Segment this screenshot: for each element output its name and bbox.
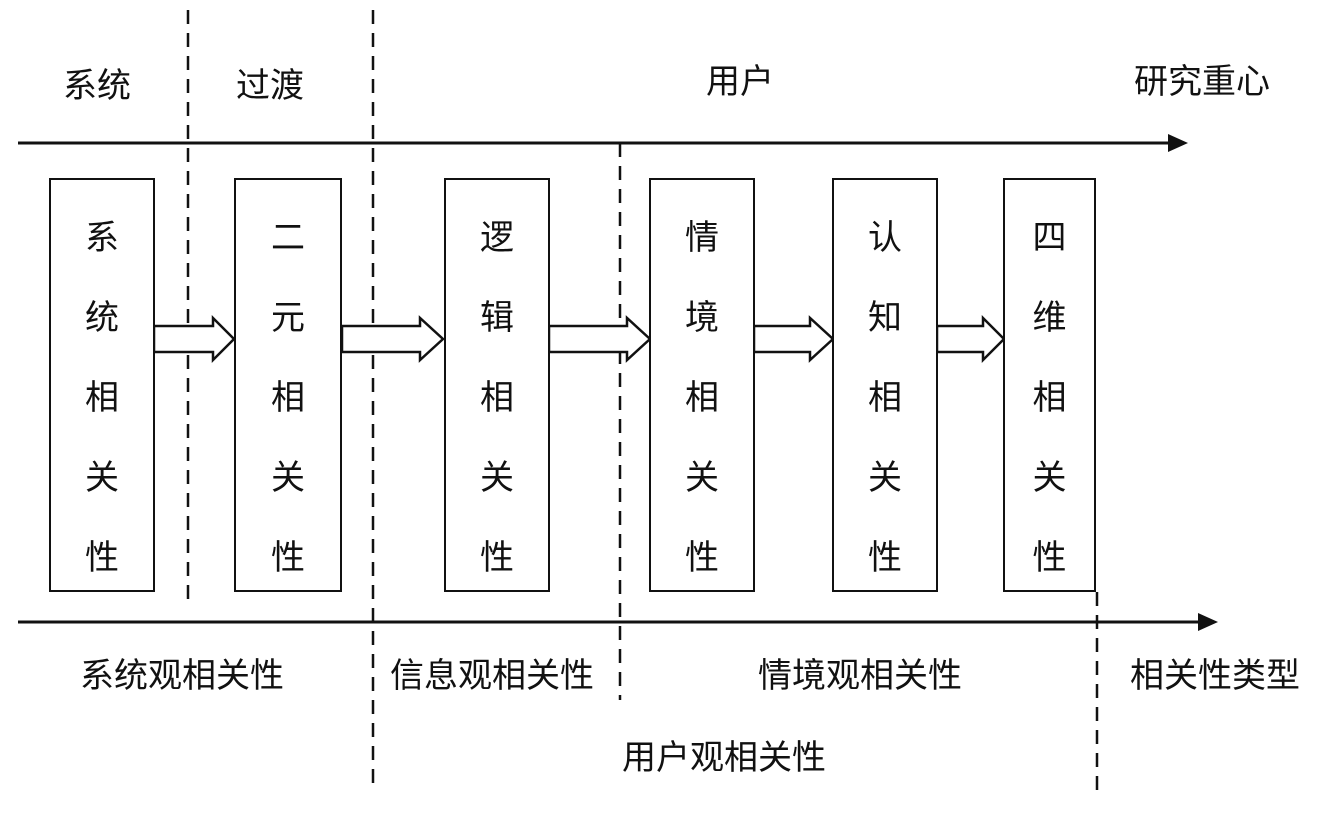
box-char: 关: [480, 458, 514, 498]
top-label-transition: 过渡: [236, 66, 304, 106]
box-char: 认: [868, 218, 902, 258]
box-char: 相: [868, 378, 902, 418]
box-char: 关: [85, 458, 119, 498]
box-logical-relevance: 逻 辑 相 关 性: [444, 178, 550, 592]
box-char: 系: [85, 218, 119, 258]
box-char: 性: [271, 538, 305, 578]
box-char: 关: [868, 458, 902, 498]
flow-arrow-1: [152, 314, 236, 364]
bottom-label-user-view: 用户观相关性: [622, 738, 826, 778]
flow-arrow-5: [935, 314, 1006, 364]
flow-arrow-4: [752, 315, 835, 363]
research-focus-arrowhead: [1168, 134, 1188, 152]
box-char: 性: [1032, 538, 1067, 578]
box-char: 四: [1032, 218, 1067, 258]
relevance-type-arrowhead: [1198, 613, 1218, 631]
box-char: 辑: [480, 298, 514, 338]
box-char: 关: [1032, 458, 1067, 498]
box-char: 逻: [480, 218, 514, 258]
box-char: 相: [480, 378, 514, 418]
box-char: 相: [271, 378, 305, 418]
box-char: 性: [85, 538, 119, 578]
box-char: 相: [85, 378, 119, 418]
box-binary-relevance: 二 元 相 关 性: [234, 178, 342, 592]
bottom-label-context-view: 情境观相关性: [758, 656, 962, 696]
box-char: 性: [685, 538, 719, 578]
box-cognitive-relevance: 认 知 相 关 性: [832, 178, 938, 592]
box-char: 关: [685, 458, 719, 498]
box-char: 境: [685, 298, 719, 338]
bottom-label-system-view: 系统观相关性: [80, 656, 284, 696]
top-label-research-focus: 研究重心: [1134, 62, 1270, 102]
bottom-label-information-view: 信息观相关性: [390, 656, 594, 696]
box-four-dimensional-relevance: 四 维 相 关 性: [1003, 178, 1096, 592]
box-char: 相: [685, 378, 719, 418]
box-situational-relevance: 情 境 相 关 性: [649, 178, 755, 592]
box-char: 性: [480, 538, 514, 578]
top-label-user: 用户: [706, 62, 774, 102]
box-char: 元: [271, 298, 305, 338]
box-char: 统: [85, 298, 119, 338]
box-char: 关: [271, 458, 305, 498]
box-char: 情: [685, 218, 719, 258]
box-char: 相: [1032, 378, 1067, 418]
box-char: 维: [1032, 298, 1067, 338]
box-char: 知: [868, 298, 902, 338]
flow-arrow-3: [547, 315, 652, 363]
flow-arrow-2: [340, 315, 445, 363]
top-label-system: 系统: [63, 66, 131, 106]
bottom-label-relevance-type: 相关性类型: [1130, 656, 1300, 696]
box-char: 二: [271, 218, 305, 258]
box-char: 性: [868, 538, 902, 578]
box-system-relevance: 系 统 相 关 性: [49, 178, 155, 592]
